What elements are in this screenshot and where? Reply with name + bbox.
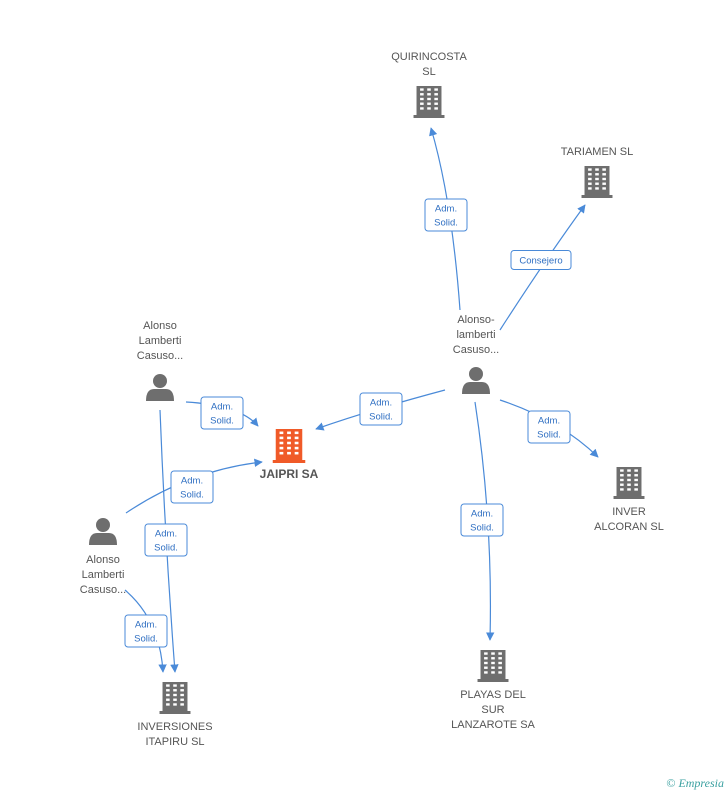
edge-label-text: Solid. xyxy=(210,416,234,427)
node-label: Lamberti xyxy=(82,569,125,581)
building-icon xyxy=(413,86,445,118)
person-icon xyxy=(146,374,174,401)
edge-label-text: Adm. xyxy=(435,204,457,215)
edge-e6: Adm. Solid. xyxy=(185,396,259,430)
edge-e3: Adm. Solid. xyxy=(315,389,446,431)
edge-e5: Adm. Solid. xyxy=(460,401,504,641)
brand-logo-text: Empresia xyxy=(678,776,724,790)
edge-label-text: Adm. xyxy=(181,476,203,487)
building-icon xyxy=(613,467,645,499)
node-person-b[interactable]: Alonso-lambertiCasuso... xyxy=(453,314,499,394)
node-label: INVER xyxy=(612,506,646,518)
node-label: Lamberti xyxy=(139,335,182,347)
edge-label-text: Solid. xyxy=(369,412,393,423)
edge-label-box xyxy=(424,198,468,232)
edge-label-box xyxy=(170,470,214,504)
edge-label-text: Solid. xyxy=(154,543,178,554)
node-label: lamberti xyxy=(456,329,495,341)
node-label: INVERSIONES xyxy=(137,721,212,733)
node-playas[interactable]: PLAYAS DEL SUR LANZAROTE SA xyxy=(451,650,536,731)
copyright-icon: © xyxy=(666,776,676,790)
edge-e2: Consejero xyxy=(499,204,586,331)
edge-e1: Adm. Solid. xyxy=(424,127,468,311)
node-label: TARIAMEN SL xyxy=(561,146,634,158)
node-quirincosta[interactable]: QUIRINCOSTA SL xyxy=(391,51,467,118)
edge-e4: Adm. Solid. xyxy=(499,399,599,458)
node-label: SUR xyxy=(481,704,504,716)
node-inver-alcoran[interactable]: INVER ALCORAN SL xyxy=(594,467,664,533)
edge-label-box xyxy=(527,410,571,444)
edge-e9: Adm. Solid. xyxy=(124,589,168,673)
edge-label-text: Adm. xyxy=(471,509,493,520)
edge-label-box xyxy=(124,614,168,648)
edge-label-text: Adm. xyxy=(538,416,560,427)
edge-label-text: Adm. xyxy=(370,398,392,409)
edge-label-text: Consejero xyxy=(519,256,562,267)
person-icon xyxy=(89,518,117,545)
node-tariamen[interactable]: TARIAMEN SL xyxy=(561,146,634,198)
person-icon xyxy=(462,367,490,394)
edge-label-text: Solid. xyxy=(470,523,494,534)
edge-label-text: Solid. xyxy=(434,218,458,229)
node-label: Casuso... xyxy=(453,344,499,356)
node-label: ALCORAN SL xyxy=(594,521,664,533)
node-label: Casuso... xyxy=(80,584,126,596)
node-label: Alonso xyxy=(143,320,177,332)
building-icon xyxy=(477,650,509,682)
node-label: Alonso- xyxy=(457,314,495,326)
edge-e8: Adm. Solid. xyxy=(144,409,188,673)
edge-label-box xyxy=(200,396,244,430)
edge-label-text: Adm. xyxy=(211,402,233,413)
node-person-c[interactable]: AlonsoLambertiCasuso... xyxy=(80,518,126,596)
node-label: ITAPIRU SL xyxy=(145,736,204,748)
node-label: LANZAROTE SA xyxy=(451,719,535,731)
node-jaipri[interactable]: JAIPRI SA xyxy=(260,429,319,481)
edge-label-text: Solid. xyxy=(537,430,561,441)
node-person-a[interactable]: AlonsoLambertiCasuso... xyxy=(137,320,183,401)
node-label: Casuso... xyxy=(137,350,183,362)
building-icon xyxy=(272,429,306,463)
edge-label-text: Solid. xyxy=(180,490,204,501)
node-label: Alonso xyxy=(86,554,120,566)
node-inversiones[interactable]: INVERSIONES ITAPIRU SL xyxy=(137,682,213,748)
edge-label-text: Adm. xyxy=(155,529,177,540)
edge-label-box xyxy=(510,250,572,270)
edge-label-text: Solid. xyxy=(134,634,158,645)
node-label: PLAYAS DEL xyxy=(460,689,526,701)
building-icon xyxy=(581,166,613,198)
edge-e7: Adm. Solid. xyxy=(125,458,263,514)
edge-label-box xyxy=(359,392,403,426)
edge-label-box xyxy=(460,503,504,537)
node-label: QUIRINCOSTA xyxy=(391,51,467,63)
edge-label-box xyxy=(144,523,188,557)
node-label: SL xyxy=(422,66,435,78)
brand-footer: ©Empresia xyxy=(666,776,724,791)
edge-label-text: Adm. xyxy=(135,620,157,631)
node-label: JAIPRI SA xyxy=(260,467,319,481)
building-icon xyxy=(159,682,191,714)
